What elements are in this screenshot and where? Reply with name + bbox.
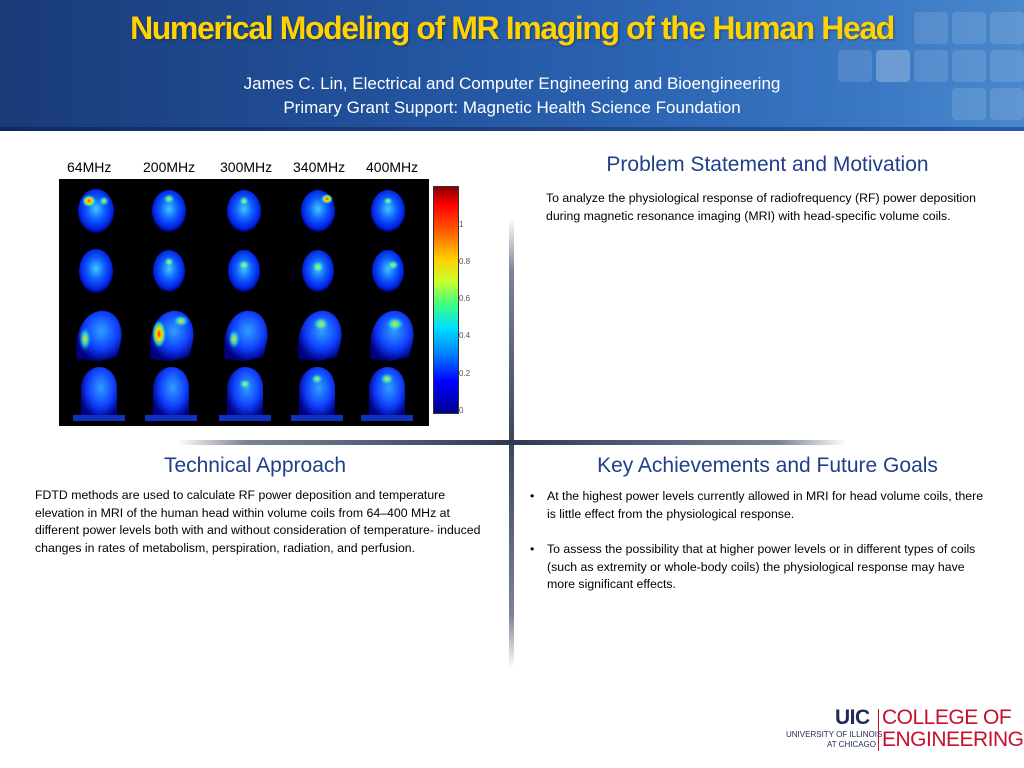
bullet-marker: • [530,542,535,556]
colorbar-tick: 0.6 [459,294,471,303]
logo-engineering: ENGINEERING [882,728,1024,751]
uic-engineering-logo: UIC COLLEGE OF ENGINEERING UNIVERSITY OF… [786,706,1024,754]
colorbar-tick: 0.2 [459,369,471,378]
freq-label-340: 340MHz [293,159,346,175]
problem-heading: Problem Statement and Motivation [606,153,929,176]
achievement-text: At the highest power levels currently al… [547,489,984,521]
colorbar-tick: 0.8 [459,257,471,266]
logo-divider [878,709,879,751]
freq-label-400: 400MHz [366,159,419,175]
logo-university-line1: UNIVERSITY OF ILLINOIS [786,730,883,739]
logo-university-line2: AT CHICAGO [826,740,876,749]
page-title: Numerical Modeling of MR Imaging of the … [130,10,895,46]
colorbar-tick: 0.4 [459,331,471,340]
problem-text: To analyze the physiological response of… [546,191,976,223]
author-line: James C. Lin, Electrical and Computer En… [243,74,781,93]
colorbar [433,186,459,414]
mri-image-grid [59,179,429,426]
grant-line: Primary Grant Support: Magnetic Health S… [283,98,741,117]
freq-label-300: 300MHz [220,159,273,175]
colorbar-tick: 0 [459,406,464,415]
freq-label-64: 64MHz [67,159,112,175]
mri-heatmap-image [73,189,414,421]
colorbar-tick: 1 [459,220,464,229]
header-banner: Numerical Modeling of MR Imaging of the … [0,0,1024,131]
horizontal-divider [178,440,846,445]
technical-text: FDTD methods are used to calculate RF po… [35,488,481,555]
logo-college-of: COLLEGE OF [882,706,1012,729]
list-item: • At the highest power levels currently … [530,488,990,523]
list-item: • To assess the possibility that at high… [530,541,990,594]
technical-heading: Technical Approach [163,454,347,477]
logo-uic-text: UIC [835,706,870,729]
achievements-heading: Key Achievements and Future Goals [597,454,938,477]
achievement-text: To assess the possibility that at higher… [547,542,976,591]
achievements-list: • At the highest power levels currently … [530,488,990,612]
freq-label-200: 200MHz [143,159,196,175]
bullet-marker: • [530,489,535,503]
